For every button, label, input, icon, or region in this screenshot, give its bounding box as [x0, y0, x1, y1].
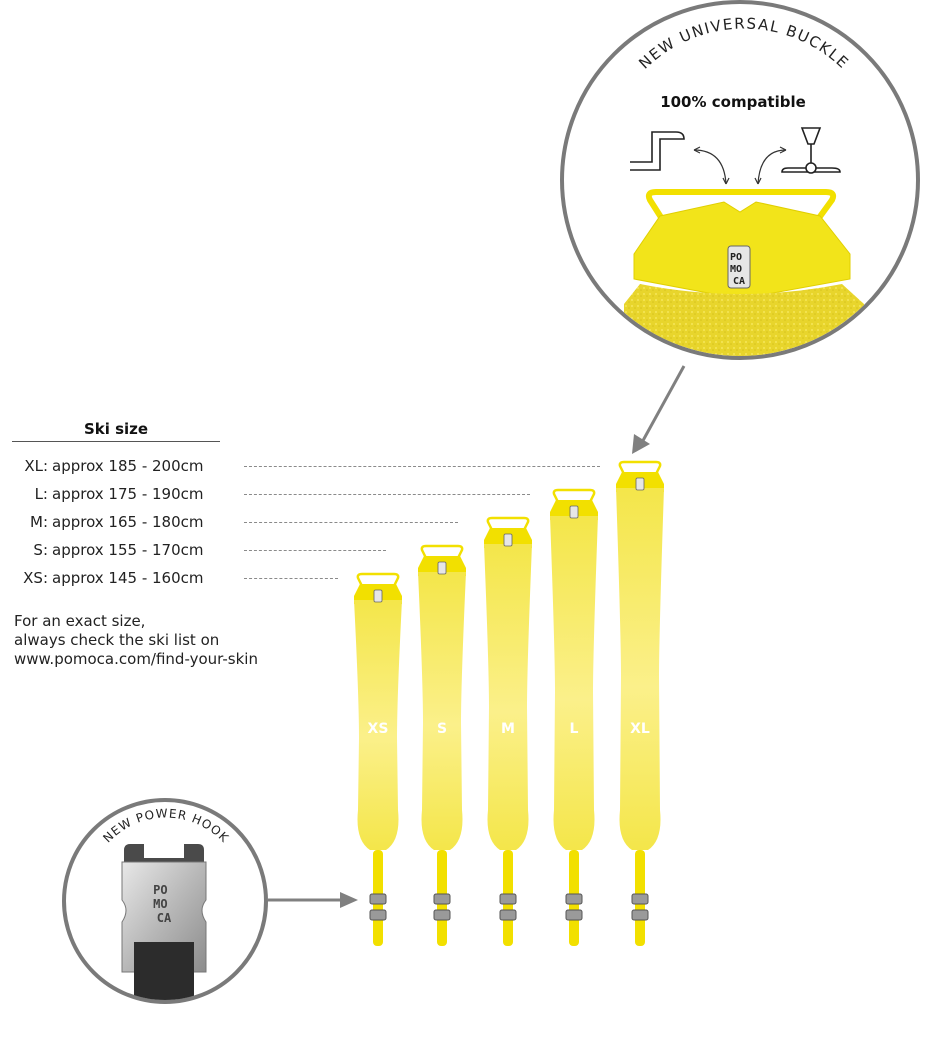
tip-wire-loop [356, 572, 400, 587]
logo-line: CA [157, 911, 172, 925]
size-code: M: [30, 513, 48, 531]
ski-tip-fitting-icon [781, 127, 841, 174]
tail-hook [565, 909, 583, 921]
size-row-s: S:approx 155 - 170cm [12, 540, 242, 560]
skin-felt-texture [624, 284, 864, 356]
universal-buckle-illustration: NEW UNIVERSAL BUCKLE [624, 14, 864, 356]
tail-hook [631, 909, 649, 921]
pomoca-logo-tag [503, 533, 513, 547]
tip-wire-loop [420, 544, 464, 559]
skin-size-label: M [501, 721, 515, 737]
tip-wire-loop [618, 460, 662, 475]
leader-line-xs [244, 578, 338, 579]
size-range: approx 175 - 190cm [52, 485, 204, 503]
note-line: always check the ski list on [14, 631, 220, 649]
leader-line-m [244, 522, 458, 523]
size-range: approx 185 - 200cm [52, 457, 204, 475]
logo-line: CA [733, 276, 745, 287]
skin-xs: XS [354, 572, 402, 946]
skin-size-label: XL [630, 721, 650, 737]
svg-text:PO MO CA: PO MO CA [153, 883, 175, 925]
size-row-m: M:approx 165 - 180cm [12, 512, 242, 532]
size-range: approx 165 - 180cm [52, 513, 204, 531]
size-row-l: L:approx 175 - 190cm [12, 484, 242, 504]
buckle-pointer-arrow [632, 365, 686, 454]
pomoca-logo-tag [635, 477, 645, 491]
size-code: XL: [24, 457, 48, 475]
note-line: For an exact size, [14, 612, 146, 630]
size-row-xl: XL:approx 185 - 200cm [12, 456, 242, 476]
universal-buckle-callout: NEW UNIVERSAL BUCKLE [560, 0, 920, 360]
skin-xl: XL [616, 460, 664, 946]
skin-l: L [550, 488, 598, 946]
tail-hook [433, 909, 451, 921]
pomoca-logo-tag [437, 561, 447, 575]
power-hook-illustration: NEW POWER HOOK PO MO CA [100, 806, 232, 1000]
rail-profile-icon [630, 131, 685, 171]
leader-line-xl [244, 466, 600, 467]
size-row-xs: XS:approx 145 - 160cm [12, 568, 242, 588]
svg-text:PO MO CA: PO MO CA [730, 252, 748, 287]
tail-hook [369, 909, 387, 921]
exact-size-note: For an exact size, always check the ski … [14, 612, 314, 669]
power-hook-arc-title: NEW POWER HOOK [100, 806, 232, 845]
ski-size-title: Ski size [83, 420, 149, 438]
note-link: www.pomoca.com/find-your-skin [14, 650, 258, 668]
compatibility-arrows [693, 146, 787, 185]
pomoca-logo-tag [569, 505, 579, 519]
hook-strap [134, 942, 194, 1000]
power-hook-callout: NEW POWER HOOK PO MO CA [62, 798, 268, 1004]
logo-line: PO [730, 252, 742, 263]
tail-hook [631, 893, 649, 905]
logo-line: MO [153, 897, 167, 911]
size-range: approx 155 - 170cm [52, 541, 204, 559]
hook-pointer-arrow [268, 892, 358, 908]
tail-hook [433, 893, 451, 905]
skin-body [550, 516, 598, 850]
size-code: S: [33, 541, 48, 559]
tip-wire-loop [552, 488, 596, 503]
logo-line: PO [153, 883, 167, 897]
tip-wire-loop [486, 516, 530, 531]
skin-size-label: L [570, 721, 579, 737]
tail-hook [499, 909, 517, 921]
logo-line: MO [730, 264, 742, 275]
compatibility-label: 100% compatible [660, 93, 806, 111]
skin-body [354, 600, 402, 850]
buckle-wire-loop [645, 189, 837, 224]
tail-hook [499, 893, 517, 905]
pomoca-logo-tag [373, 589, 383, 603]
leader-line-l [244, 494, 530, 495]
ski-size-underline [12, 441, 220, 442]
size-code: XS: [23, 569, 48, 587]
hook-prongs [124, 844, 204, 864]
leader-line-s [244, 550, 386, 551]
skin-body [484, 544, 532, 850]
tail-hook [565, 893, 583, 905]
skin-size-label: XS [368, 721, 389, 737]
skin-body [616, 488, 664, 850]
skin-m: M [484, 516, 532, 946]
skin-body [418, 572, 466, 850]
size-range: approx 145 - 160cm [52, 569, 204, 587]
tail-hook [369, 893, 387, 905]
size-code: L: [34, 485, 48, 503]
skin-size-label: S [437, 721, 447, 737]
skin-s: S [418, 544, 466, 946]
pomoca-logo-tag [727, 245, 751, 289]
